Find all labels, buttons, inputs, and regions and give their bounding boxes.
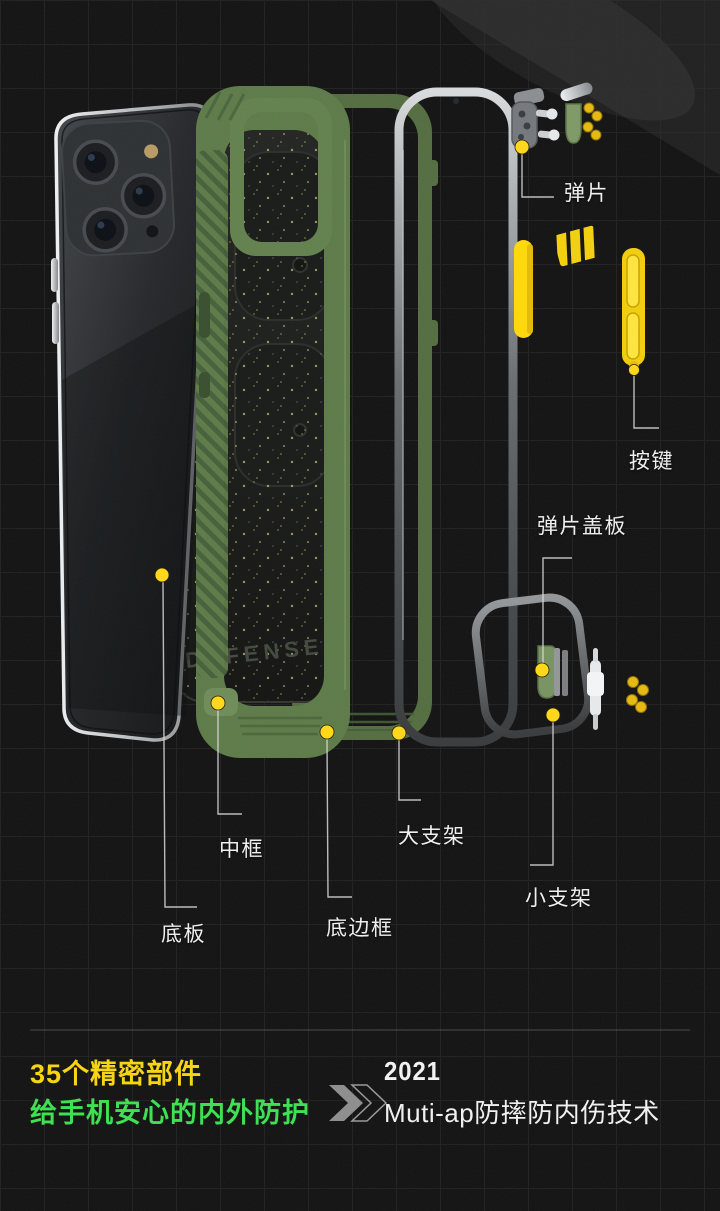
- callout-line: [162, 581, 197, 908]
- callout-lines: [162, 154, 659, 908]
- marker-dot: [514, 139, 530, 155]
- callout-label-large-bracket: 大支架: [398, 825, 466, 848]
- callout-line: [633, 376, 659, 429]
- callout-label-side-button: 按键: [629, 450, 674, 473]
- callout-label-bottom-edge-frame: 底边框: [326, 917, 394, 940]
- callout-line: [326, 738, 352, 898]
- callout-label-spring-plate: 弹片: [564, 182, 609, 205]
- footer-headline-protection: 给手机安心的内外防护: [30, 1098, 310, 1128]
- callout-label-spring-cover-plate: 弹片盖板: [537, 515, 627, 538]
- callout-line: [398, 740, 421, 801]
- marker-dots: [154, 139, 640, 741]
- footer-headline-parts-count: 35个精密部件: [30, 1059, 203, 1089]
- footer-year: 2021: [384, 1056, 441, 1086]
- callout-line: [521, 154, 554, 198]
- callout-line: [542, 557, 572, 663]
- callout-label-middle-frame: 中框: [219, 838, 264, 861]
- marker-dot: [154, 567, 170, 583]
- marker-dot: [628, 364, 640, 376]
- marker-dot: [534, 662, 550, 678]
- double-chevron-icon: [329, 1084, 388, 1122]
- marker-dot: [210, 695, 226, 711]
- marker-dot: [545, 707, 561, 723]
- footer-tech-line: Muti-ap防摔防内伤技术: [384, 1098, 660, 1128]
- callout-label-bottom-plate: 底板: [161, 923, 206, 946]
- callout-line: [217, 710, 242, 815]
- marker-dot: [391, 725, 407, 741]
- callout-line: [530, 722, 554, 866]
- callout-label-small-bracket: 小支架: [525, 887, 593, 910]
- marker-dot: [319, 724, 335, 740]
